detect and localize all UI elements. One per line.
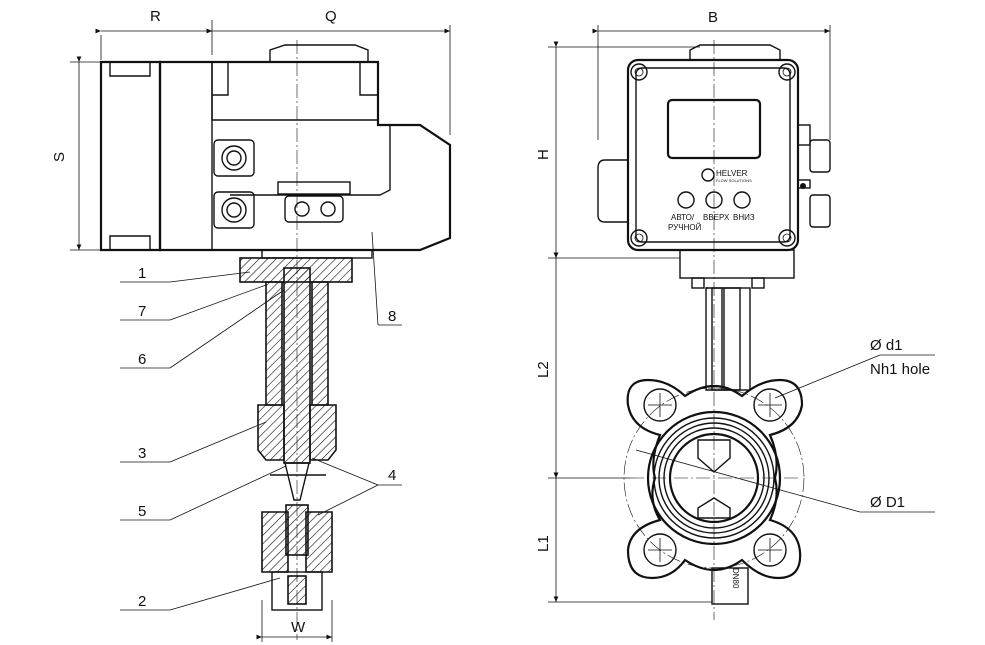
d1-leader (774, 354, 881, 399)
disc-hub-top (697, 439, 731, 473)
cover-tab-top (109, 62, 151, 77)
bottom-plug (287, 575, 307, 605)
body-lower-right (305, 511, 333, 573)
terminal-screw-2 (320, 201, 336, 217)
valve-stem (283, 267, 311, 464)
callout-7-label: 7 (138, 303, 146, 320)
down-button[interactable] (733, 191, 751, 209)
right-front-view: B H L2 L1 HELVER FLOW SOLUTIONS (535, 9, 935, 620)
left-section-view: R Q S (51, 8, 452, 642)
disc-upper (284, 462, 310, 501)
side-handwheel (597, 159, 628, 223)
actuator-cover (99, 60, 162, 252)
cable-gland-1-hole (226, 150, 242, 166)
callout-2-label: 2 (138, 593, 146, 610)
body-dn-marking: DN80 (731, 568, 740, 589)
neck-right (706, 287, 741, 391)
d1-label: Ø d1 (870, 337, 903, 354)
hole-count-label: Nh1 hole (870, 361, 930, 378)
up-label: ВВЕРХ (703, 213, 730, 222)
D1-leader (635, 449, 861, 513)
corner-screw-br (778, 229, 796, 247)
auto-manual-label-1: АВТО/ (671, 213, 695, 222)
auto-manual-button[interactable] (677, 191, 695, 209)
valve-body-lugs (626, 378, 804, 580)
terminal-bar (277, 181, 351, 195)
disc-hub-bottom (697, 497, 731, 519)
cover-tab-bottom (109, 235, 151, 250)
terminal-screw-1 (294, 201, 310, 217)
cable-gland-1-nut (221, 145, 247, 171)
terminal-block (284, 195, 344, 223)
callout-3-label: 3 (138, 445, 146, 462)
up-button[interactable] (705, 191, 723, 209)
down-label: ВНИЗ (733, 213, 755, 222)
lower-shaft (285, 504, 309, 556)
callout-5-label: 5 (138, 503, 146, 520)
callout-7: 7 (120, 284, 267, 321)
callout-3: 3 (120, 421, 267, 463)
bottom-cap (271, 571, 323, 611)
lug-hole-bl (643, 533, 677, 567)
top-knob (269, 44, 369, 62)
ground-screw (800, 183, 806, 189)
neck-wall-right (311, 281, 329, 406)
housing-top-block (211, 62, 378, 121)
lug-hole-br (753, 533, 787, 567)
callout-5: 5 (120, 465, 287, 521)
wire-channel (230, 125, 391, 196)
cable-gland-2-nut (221, 197, 247, 223)
dim-b-label: B (708, 9, 718, 26)
callout-6-label: 6 (138, 351, 146, 368)
brand-subtitle: FLOW SOLUTIONS (716, 178, 752, 183)
body-upper-left (257, 404, 285, 461)
actuator-housing (158, 60, 452, 252)
housing-notch-left (212, 62, 229, 96)
lug-hole-tl (643, 388, 677, 422)
dim-s-label: S (51, 152, 68, 162)
dim-l2-label: L2 (535, 361, 552, 378)
callout-8-label: 8 (388, 308, 396, 325)
corner-screw-bl (630, 229, 648, 247)
callout-1-label: 1 (138, 265, 146, 282)
cable-gland-1 (213, 139, 255, 177)
callout-2: 2 (120, 577, 281, 611)
callout-1: 1 (120, 265, 251, 283)
cable-gland-2 (213, 191, 255, 229)
auto-manual-label-2: РУЧНОЙ (668, 223, 702, 232)
housing-notch-right (359, 62, 378, 96)
brand-name: HELVER (716, 169, 748, 178)
callout-4-label: 4 (388, 467, 396, 484)
callout-6: 6 (120, 289, 285, 369)
plate-boss-right (751, 277, 765, 289)
body-upper-right (309, 404, 337, 461)
actuator-top-knob (689, 44, 781, 60)
dim-w-label: W (291, 619, 306, 636)
side-gland-2 (809, 194, 831, 228)
callout-8: 8 (371, 231, 402, 326)
flange-spacer (261, 249, 373, 259)
callout-4: 4 (311, 457, 402, 516)
side-gland-base-1 (797, 124, 811, 146)
dim-l1-label: L1 (535, 535, 552, 552)
side-gland-1 (809, 139, 831, 173)
bottom-boss (711, 567, 749, 605)
dim-r-label: R (150, 8, 161, 25)
corner-screw-tr (778, 63, 796, 81)
cable-gland-2-hole (226, 202, 242, 218)
actuator-box-inner (635, 67, 791, 243)
plate-boss-left (691, 277, 705, 289)
body-lower-left (261, 511, 289, 573)
D1-label: Ø D1 (870, 494, 905, 511)
dim-q-label: Q (325, 8, 337, 25)
brand-logo-icon (701, 168, 715, 182)
mounting-plate (679, 249, 795, 279)
neck-body (711, 287, 751, 391)
corner-screw-tl (630, 63, 648, 81)
lug-hole-tr (753, 388, 787, 422)
dim-h-label: H (535, 149, 552, 160)
